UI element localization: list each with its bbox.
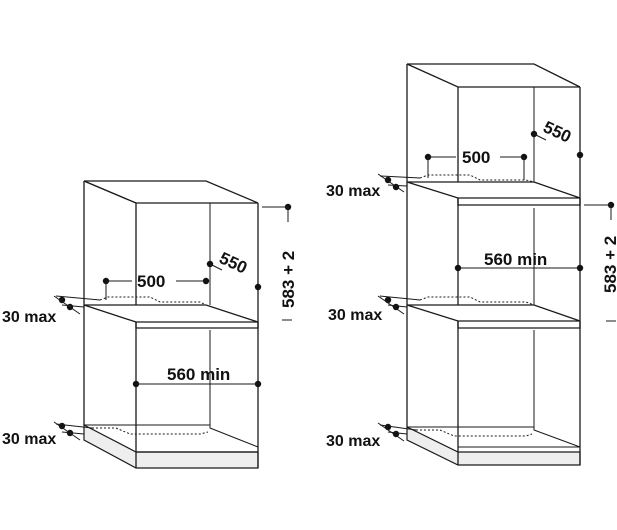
left-opening-label: 560 min <box>167 365 230 384</box>
right-gap-bottom-dot-a <box>384 423 392 431</box>
left-gap-bottom-line-b <box>61 431 85 435</box>
right-depth-line <box>533 133 547 141</box>
right-upper-shelf <box>406 181 581 199</box>
left-middle-shelf <box>83 304 259 323</box>
right-gap-middle-dot-a <box>384 296 392 304</box>
right-gap-middle-line-a <box>379 295 421 301</box>
right-gap-top-slash <box>377 173 405 193</box>
right-depth-dot-b <box>576 151 584 159</box>
left-gap-bottom-label: 30 max <box>2 431 56 448</box>
right-depth-label: 550 <box>540 117 574 146</box>
left-depth-line <box>209 263 223 271</box>
right-opening-label: 560 min <box>484 250 547 269</box>
left-gap-top-dot-a <box>58 296 66 304</box>
right-plinth <box>406 426 581 466</box>
left-inner-top <box>83 180 137 204</box>
right-top-back-edge <box>407 63 581 88</box>
right-gap-top-line-b <box>387 184 408 187</box>
right-upper-shelf-front <box>457 198 581 206</box>
left-plinth <box>83 424 259 469</box>
right-bottom-shelf <box>407 426 581 448</box>
left-gap-bottom-line-a <box>55 423 93 429</box>
left-depth-label: 550 <box>216 248 250 277</box>
left-bottom-shelf <box>84 424 259 448</box>
left-gap-bottom-slash <box>53 421 81 441</box>
right-middle-shelf <box>406 304 581 322</box>
right-height-label: 583 + 2 <box>601 236 617 293</box>
left-bottom-gap-dash <box>92 427 209 435</box>
left-middle-shelf-front <box>135 322 259 329</box>
right-gap-top-label: 30 max <box>326 183 380 200</box>
left-gap-top-slash <box>53 295 81 315</box>
right-gap-bottom-slash <box>377 422 405 442</box>
right-cabinet: 550 500 560 min 583 + 2 30 max 30 m <box>326 63 617 466</box>
left-top-gap-dash <box>99 296 207 306</box>
right-gap-middle-slash <box>377 295 405 315</box>
right-gap-bottom-label: 30 max <box>326 433 380 450</box>
right-gap-middle-label: 30 max <box>328 307 382 324</box>
right-middle-shelf-front <box>457 321 581 329</box>
right-middle-gap-dash <box>419 296 535 306</box>
right-bottom-gap-dash <box>416 429 533 437</box>
left-cabinet: 550 500 560 min 583 + 2 30 max 30 max <box>2 180 298 469</box>
left-width-label: 500 <box>137 272 165 291</box>
left-gap-top-label: 30 max <box>2 309 56 326</box>
left-top-back-edge <box>84 180 259 204</box>
right-top-front-edge <box>406 63 580 88</box>
right-width-label: 500 <box>462 148 490 167</box>
left-depth-dot-b <box>254 283 262 291</box>
left-gap-top-line-a <box>55 295 101 301</box>
right-gap-bottom-line-a <box>379 424 417 431</box>
left-height-label: 583 + 2 <box>279 251 298 308</box>
right-upper-gap-dash <box>419 174 535 183</box>
left-gap-top-line-b <box>61 304 85 308</box>
right-gap-top-line-a <box>379 175 421 179</box>
